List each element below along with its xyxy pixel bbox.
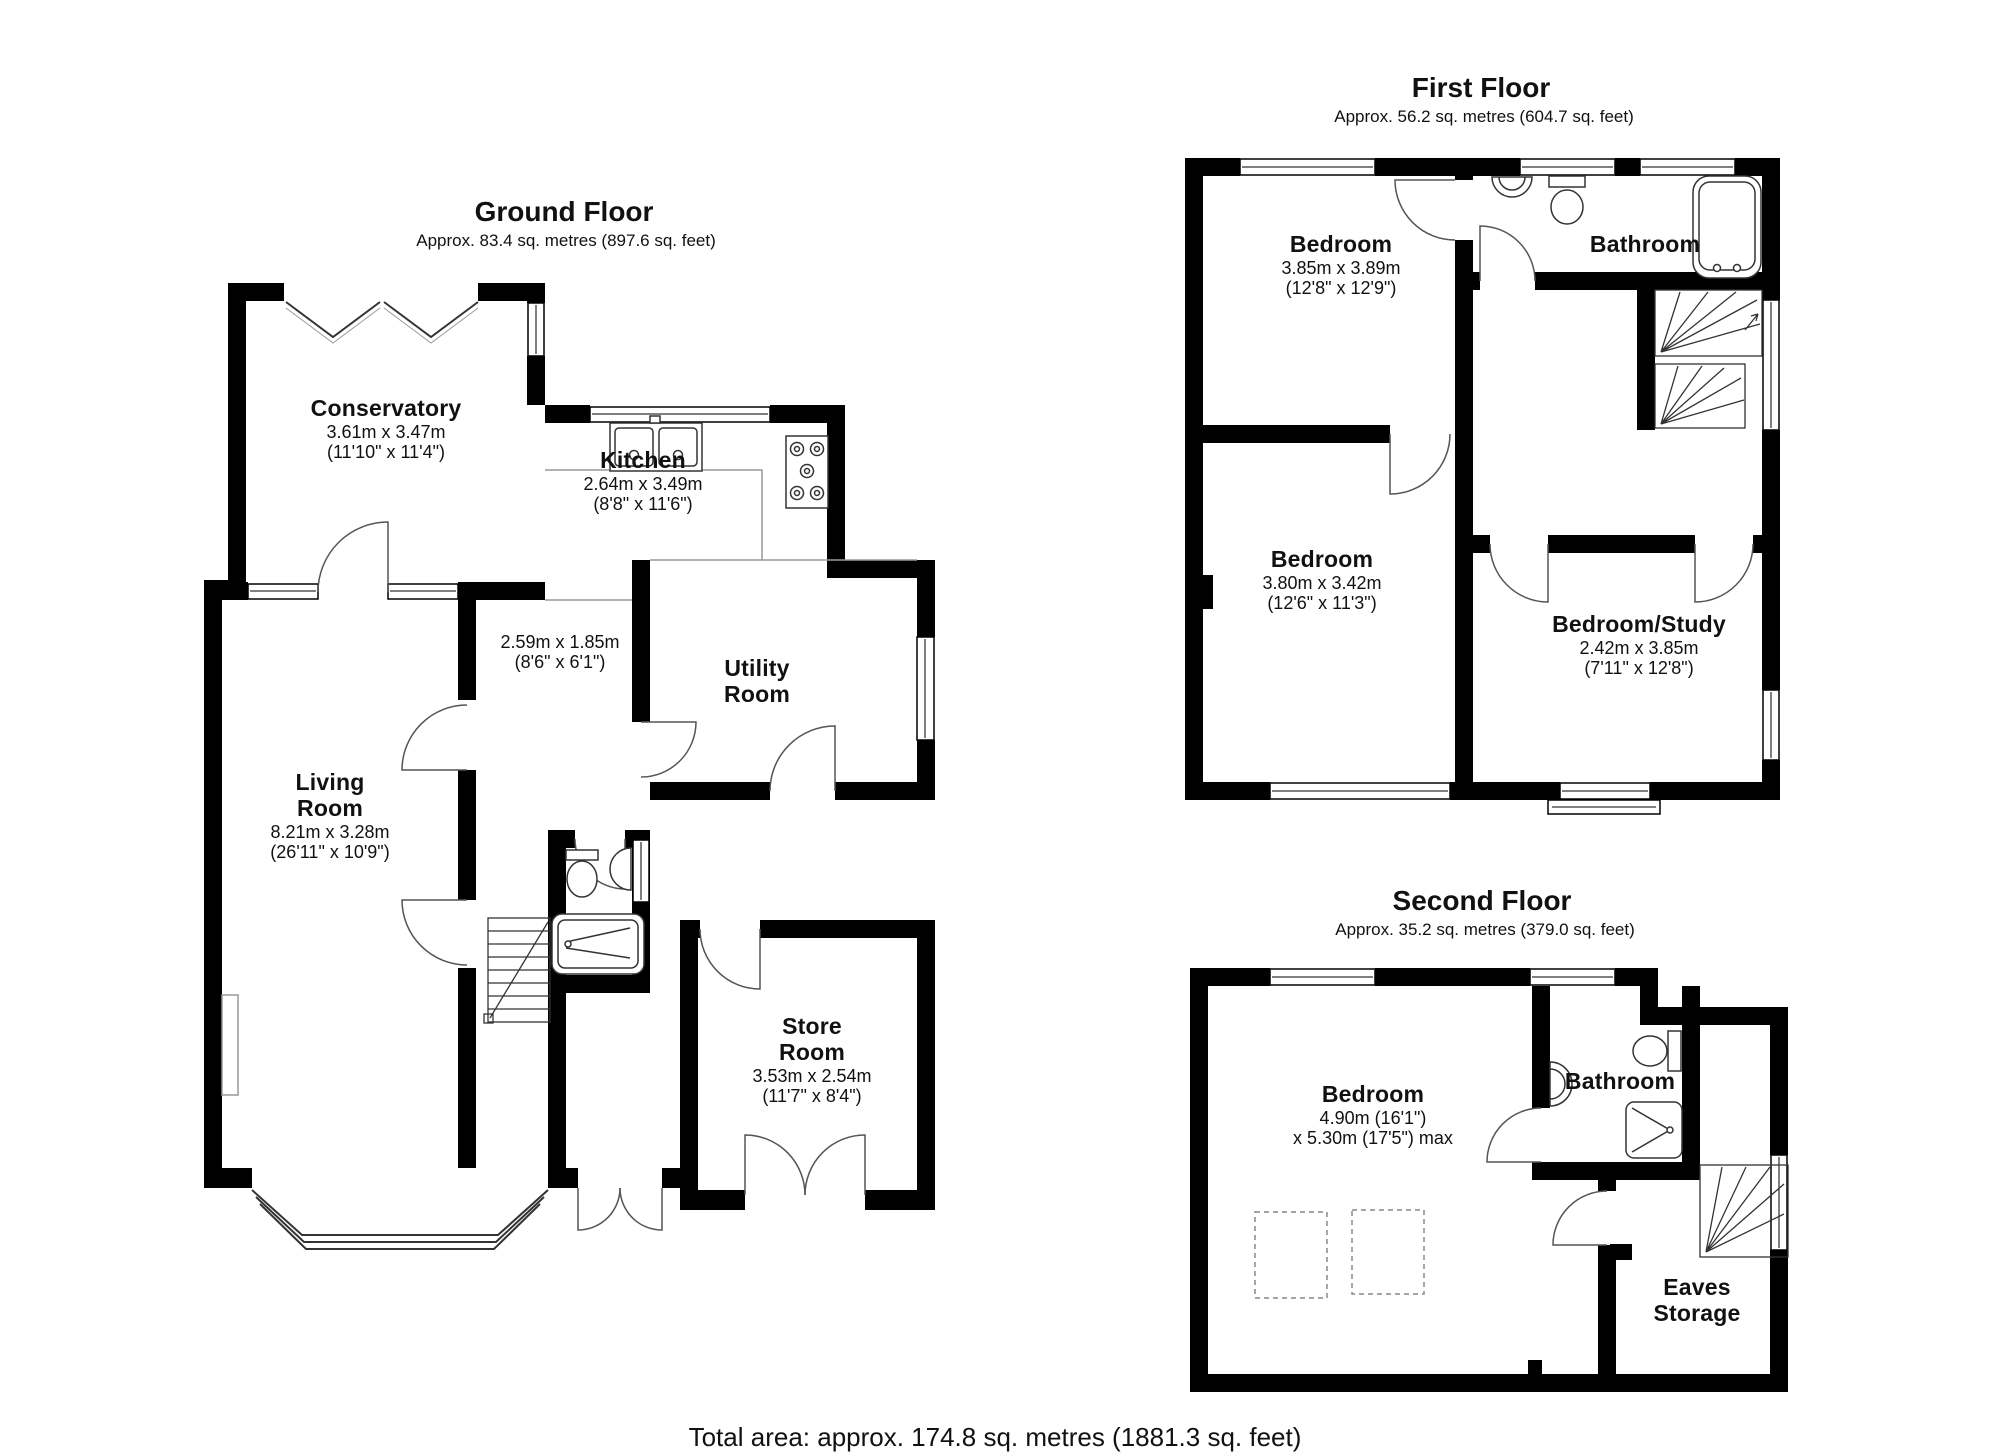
hob-icon xyxy=(785,435,829,509)
ground-floor-plan xyxy=(204,283,935,1250)
room-label-bedroom-2f: Bedroom 4.90m (16'1") x 5.30m (17'5") ma… xyxy=(1293,1081,1453,1148)
room-label-hall-dims: 2.59m x 1.85m (8'6" x 6'1") xyxy=(500,632,620,673)
kitchen-sink-icon xyxy=(609,415,703,472)
first-walls xyxy=(1185,158,1780,800)
room-label-conservatory: Conservatory 3.61m x 3.47m (11'10" x 11'… xyxy=(310,395,462,462)
ground-stairs-icon xyxy=(483,917,551,1024)
first-window-lines xyxy=(1242,166,1772,808)
sink-icon xyxy=(609,847,632,891)
second-floor-subtitle: Approx. 35.2 sq. metres (379.0 sq. feet) xyxy=(1335,920,1635,939)
conservatory-roof-icon xyxy=(285,301,479,344)
second-stairs-icon xyxy=(1699,1164,1789,1258)
room-label-bedroom-study: Bedroom/Study 2.42m x 3.85m (7'11" x 12'… xyxy=(1552,611,1726,678)
first-bathroom-fixtures xyxy=(1491,175,1762,279)
second-bathroom-fixtures xyxy=(1549,1030,1683,1159)
total-area-text: Total area: approx. 174.8 sq. metres (18… xyxy=(688,1422,1302,1452)
second-floor-plan xyxy=(1190,968,1789,1392)
toilet-icon xyxy=(565,849,599,861)
second-doors xyxy=(1486,1107,1608,1246)
bay-window-icon xyxy=(251,1189,549,1250)
room-label-eaves-storage: Eaves Storage xyxy=(1653,1274,1741,1326)
sink-icon xyxy=(1491,176,1533,198)
first-floor-plan xyxy=(1185,158,1780,815)
toilet-icon xyxy=(1667,1030,1682,1072)
ground-window-lines xyxy=(250,305,926,900)
room-label-bathroom-2f: Bathroom xyxy=(1564,1068,1676,1094)
ground-doors xyxy=(317,521,866,1231)
room-label-kitchen: Kitchen 2.64m x 3.49m (8'8" x 11'6") xyxy=(583,447,703,514)
first-stairs-icon xyxy=(1654,289,1763,429)
toilet-icon xyxy=(1548,175,1586,188)
room-label-utility: Utility Room xyxy=(724,655,790,707)
fitted-unit-icon xyxy=(221,994,239,1096)
ground-floor-title: Ground Floor xyxy=(474,196,654,227)
room-label-bedroom1: Bedroom 3.85m x 3.89m (12'8" x 12'9") xyxy=(1281,231,1401,298)
room-label-bathroom1: Bathroom xyxy=(1589,231,1701,257)
second-window-lines xyxy=(1272,976,1780,1248)
room-label-living: Living Room 8.21m x 3.28m (26'11" x 10'9… xyxy=(270,769,390,862)
first-floor-title: First Floor xyxy=(1411,72,1551,103)
shower-icon xyxy=(1625,1101,1683,1159)
second-windows xyxy=(1269,968,1788,1251)
second-floor-title: Second Floor xyxy=(1392,885,1572,916)
first-floor-subtitle: Approx. 56.2 sq. metres (604.7 sq. feet) xyxy=(1334,107,1634,126)
dashed-outline-icon xyxy=(1254,1209,1425,1299)
first-doors xyxy=(1389,179,1754,603)
ground-wc-fixtures xyxy=(551,847,645,975)
sink-icon xyxy=(1549,1061,1573,1107)
room-label-store: Store Room 3.53m x 2.54m (11'7" x 8'4") xyxy=(752,1013,872,1106)
ground-floor-subtitle: Approx. 83.4 sq. metres (897.6 sq. feet) xyxy=(416,231,716,250)
room-label-bedroom2: Bedroom 3.80m x 3.42m (12'6" x 11'3") xyxy=(1262,546,1382,613)
second-walls xyxy=(1190,968,1788,1392)
